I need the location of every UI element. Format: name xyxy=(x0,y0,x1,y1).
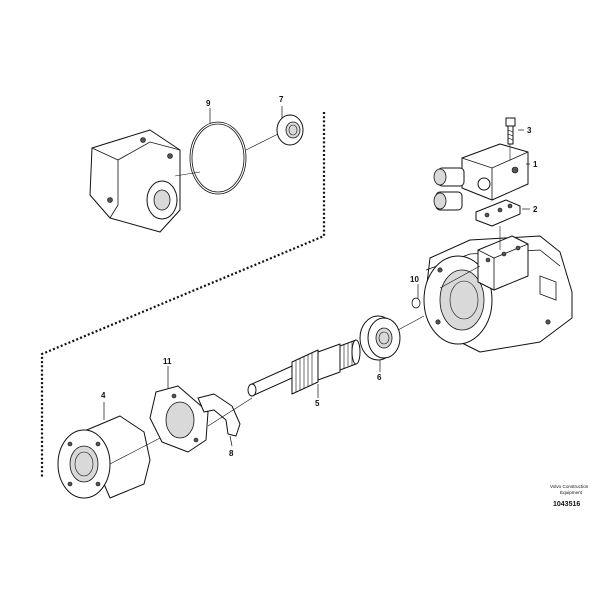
callout-3: 3 xyxy=(527,126,532,135)
screw xyxy=(505,117,516,145)
dashed-boundary xyxy=(40,112,326,478)
callout-4: 4 xyxy=(101,391,106,400)
drawing-number: 1043516 xyxy=(553,501,580,508)
o-ring xyxy=(189,121,247,195)
callout-5: 5 xyxy=(315,399,320,408)
drawing-footer: Volvo Construction Equipment 1043516 xyxy=(550,484,589,508)
company-name-line1: Volvo Construction xyxy=(550,484,589,489)
callout-1: 1 xyxy=(533,160,538,169)
drive-shaft xyxy=(247,339,361,397)
bearing xyxy=(359,315,401,361)
callout-2: 2 xyxy=(533,205,538,214)
callout-8: 8 xyxy=(229,449,234,458)
small-o-ring xyxy=(411,297,421,309)
flange-plate xyxy=(149,385,209,453)
callout-labels: 1 2 3 4 5 6 7 8 9 10 11 xyxy=(101,95,538,458)
shaft-seal xyxy=(276,114,304,146)
callout-10: 10 xyxy=(410,275,419,284)
callout-9: 9 xyxy=(206,99,211,108)
gasket-plate xyxy=(475,199,521,227)
callout-6: 6 xyxy=(377,373,382,382)
pump-housing xyxy=(423,235,573,353)
retaining-ring xyxy=(197,393,241,437)
leader-lines xyxy=(103,106,530,447)
callout-7: 7 xyxy=(279,95,284,104)
alignment-lines xyxy=(109,133,511,465)
front-cover-housing xyxy=(89,129,181,233)
control-valve-block xyxy=(433,143,529,211)
callout-11: 11 xyxy=(163,357,172,366)
end-cap xyxy=(57,415,151,499)
company-name-line2: Equipment xyxy=(560,490,583,495)
